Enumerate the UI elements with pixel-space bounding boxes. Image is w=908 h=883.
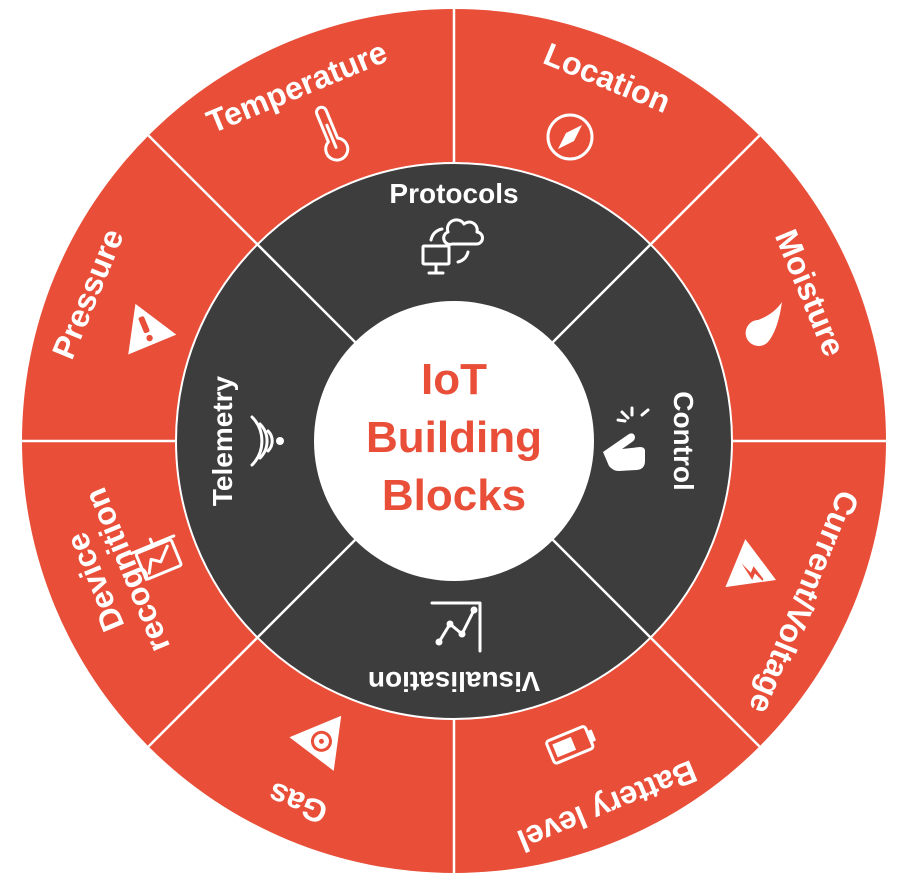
biohazard-warning-icon <box>289 715 342 771</box>
center-title-line3: Blocks <box>382 471 526 520</box>
exclamation-warning-icon <box>128 303 177 355</box>
high-voltage-warning-icon <box>725 539 777 588</box>
compass-icon <box>546 113 594 161</box>
thermometer-icon <box>315 105 350 162</box>
telemetry-label: Telemetry <box>207 375 238 506</box>
center-title-line2: Building <box>366 413 542 462</box>
visualisation-label: Visualisation <box>368 666 540 697</box>
control-label: Control <box>668 391 699 491</box>
center-title-line1: IoT <box>421 355 487 404</box>
hand-pinch-icon <box>603 406 650 471</box>
center-circle <box>314 301 594 581</box>
monitor-chart-icon <box>129 534 183 581</box>
line-graph-icon <box>430 601 482 653</box>
wifi-signal-icon <box>250 415 284 467</box>
water-drop-icon <box>745 302 782 346</box>
battery-icon <box>545 725 596 765</box>
cloud-sync-computer-icon <box>421 218 484 275</box>
protocols-label: Protocols <box>389 178 518 209</box>
